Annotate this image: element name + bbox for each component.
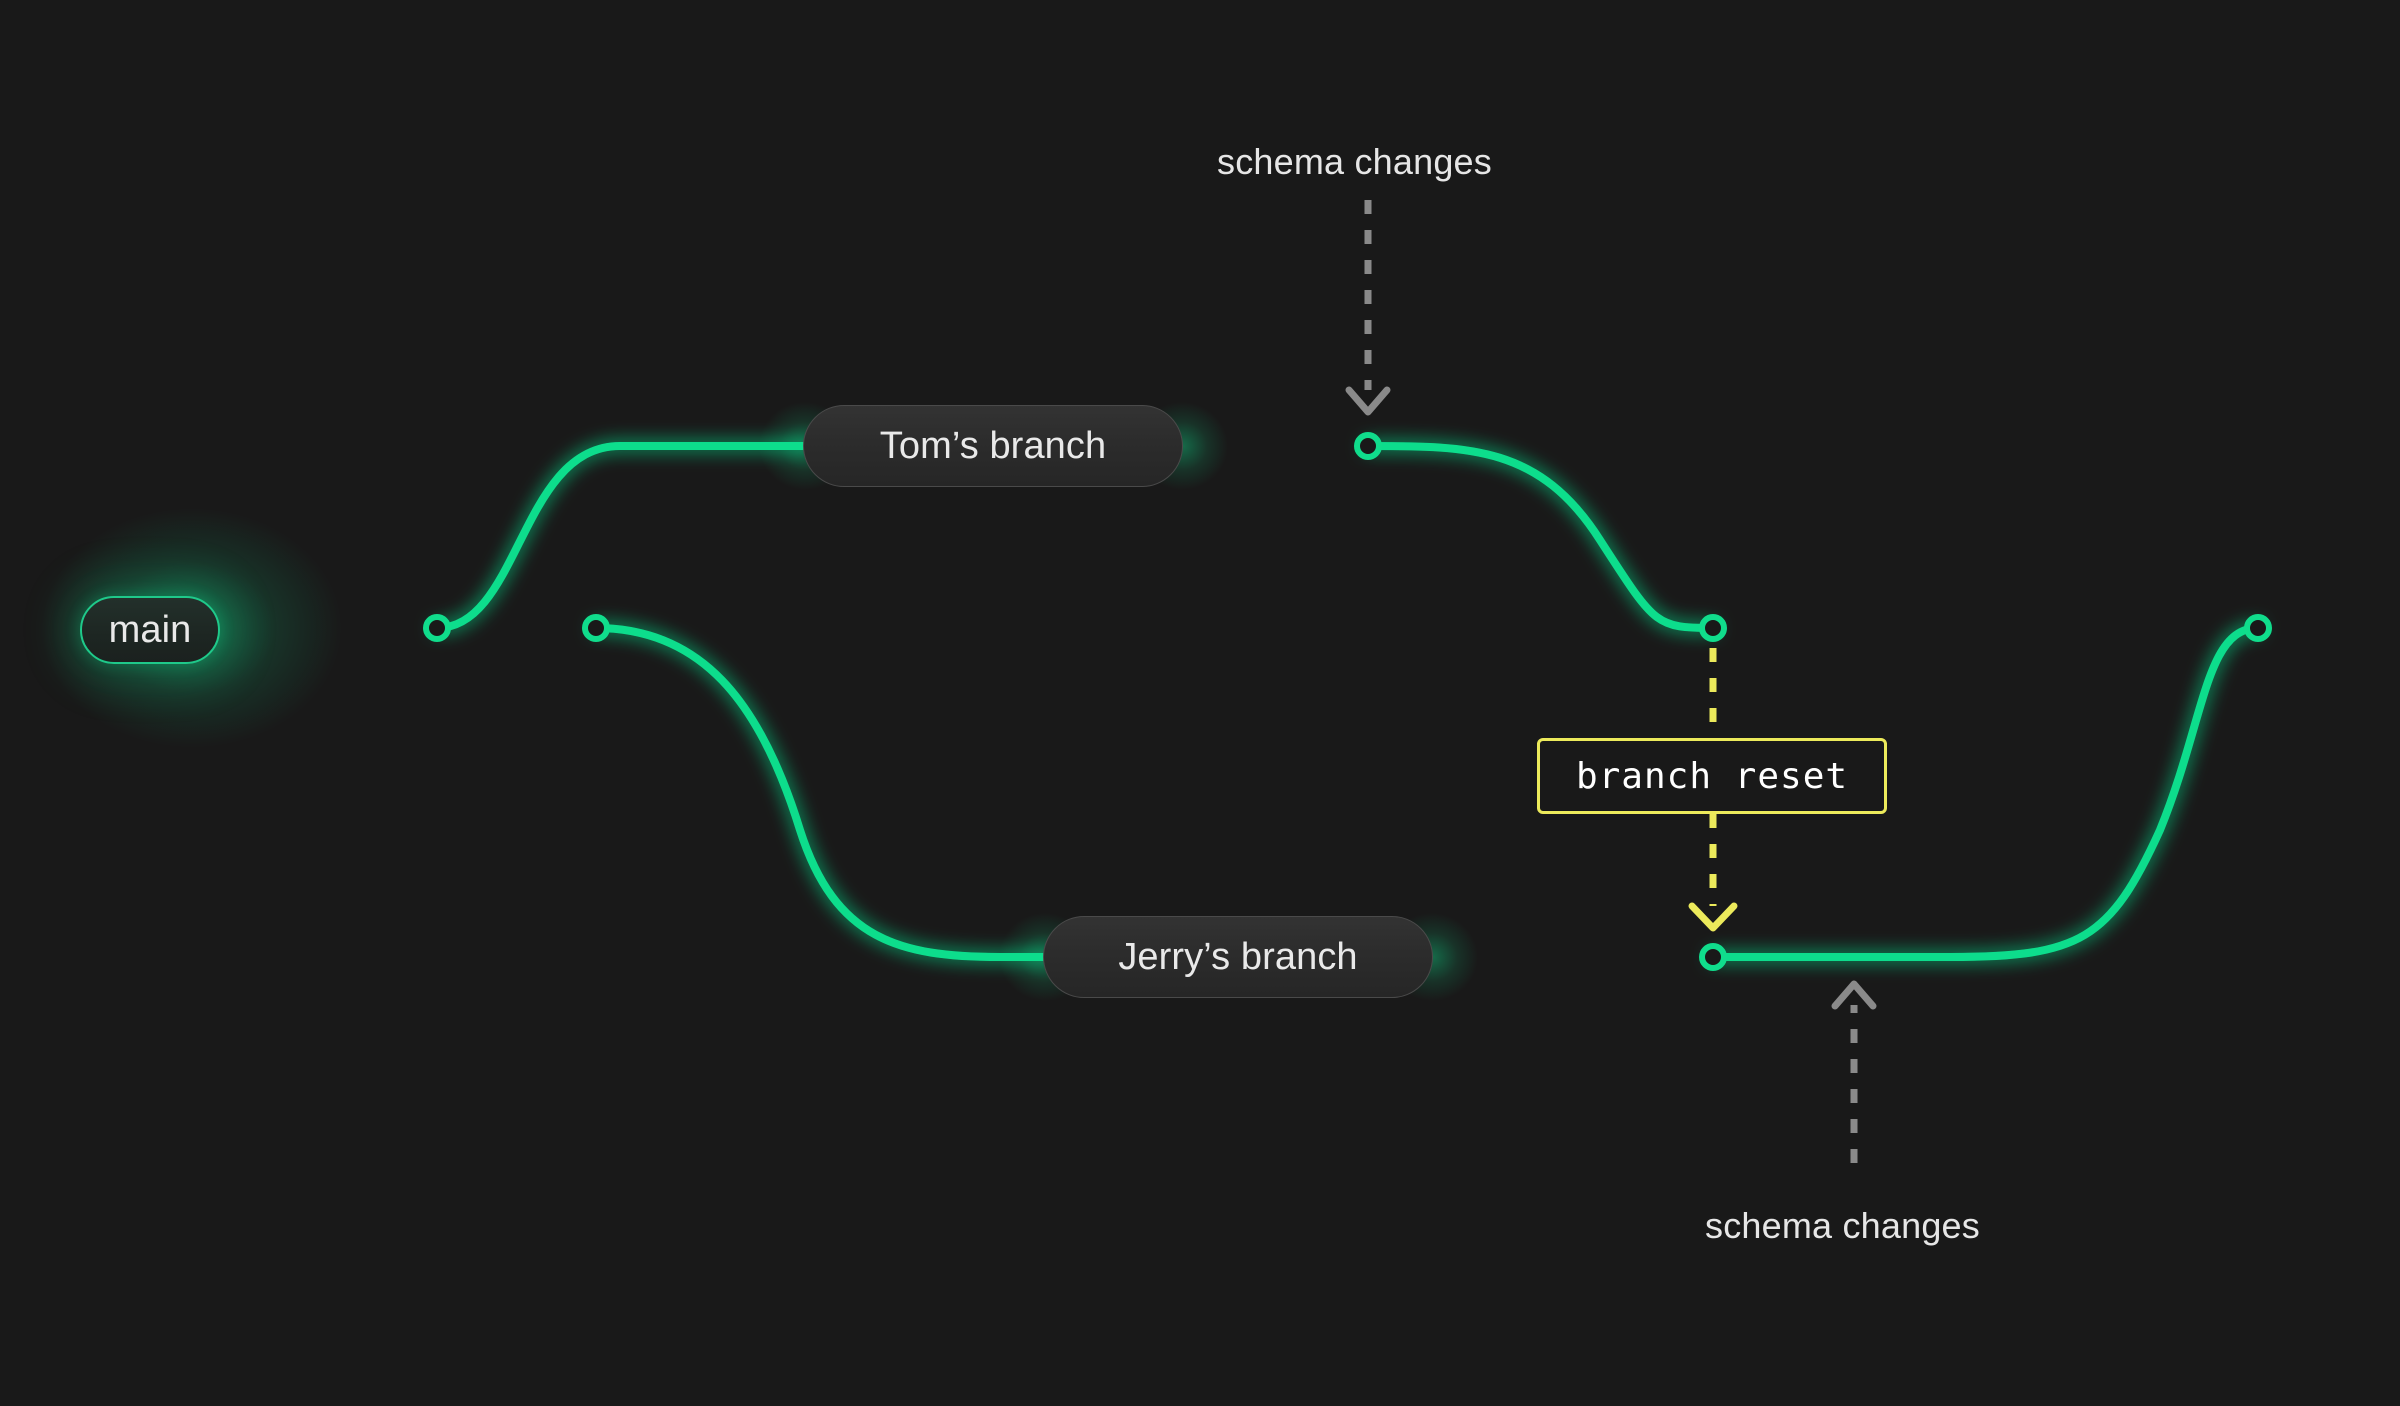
annotation-label-schema-changes-top: schema changes [1217,141,1492,183]
commit-node-main-1 [423,614,451,642]
commit-node-main-2 [582,614,610,642]
branch-pill-main-label: main [108,608,192,651]
annotation-bottom-text: schema changes [1705,1205,1980,1246]
branch-pill-jerrys[interactable]: Jerry’s branch [1043,916,1433,998]
commit-nodes [423,432,2272,971]
annotation-label-schema-changes-bottom: schema changes [1705,1205,1980,1247]
commit-node-toms-1 [1354,432,1382,460]
branch-pill-jerrys-label: Jerry’s branch [1118,935,1358,978]
annotation-arrow-top [1345,200,1391,416]
annotation-arrow-bottom [1831,980,1877,1163]
branch-pill-toms-label: Tom’s branch [879,424,1107,467]
pill-connection-glows [42,402,1478,1001]
branch-pill-main[interactable]: main [80,596,220,664]
branch-reset-callout[interactable]: branch reset [1537,738,1887,814]
branch-line-jerrys [592,624,2262,961]
arrow-down-icon [1345,386,1391,416]
branch-reset-link [1688,648,1738,932]
commit-node-jerrys-1 [1699,943,1727,971]
commit-node-main-4 [2244,614,2272,642]
commit-node-main-3 [1699,614,1727,642]
reset-arrowhead-icon [1688,902,1738,932]
annotation-top-text: schema changes [1217,141,1492,182]
branch-line-toms [433,442,1717,632]
arrow-up-icon [1831,980,1877,1010]
branch-pill-toms[interactable]: Tom’s branch [803,405,1183,487]
branch-reset-callout-label: branch reset [1575,755,1849,797]
